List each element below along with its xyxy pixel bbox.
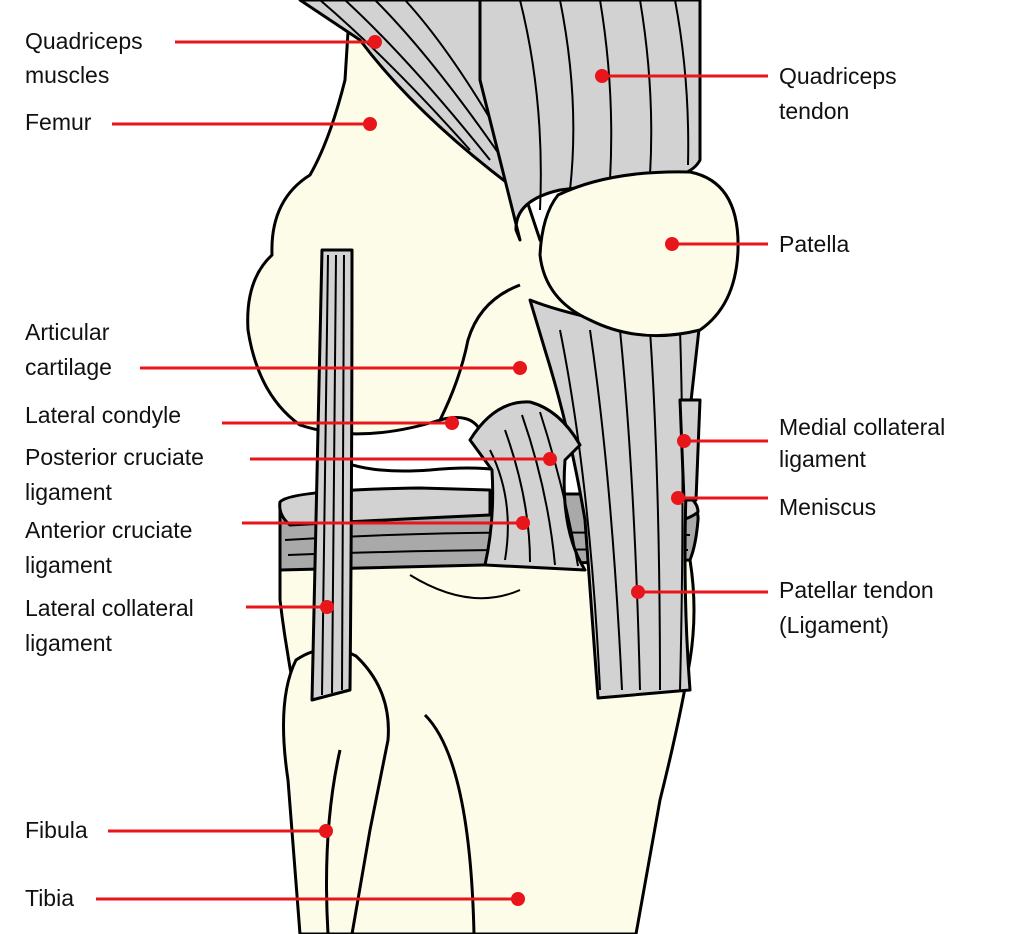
label-posterior-cruciate-line-1: Posterior cruciate [25,444,204,470]
leader-lines [96,35,768,906]
label-patella-line-1: Patella [779,231,850,257]
cruciate-ligaments-shape [468,400,587,572]
label-anterior-cruciate-line-2: ligament [25,552,113,578]
cruciate-fiber-2 [504,429,531,563]
qt-fiber-2 [559,0,575,191]
dot-medial-collateral [677,434,691,448]
dot-femur [363,117,377,131]
pt-fiber-3 [619,329,641,691]
tibia-shape [278,558,696,934]
label-femur: Femur [25,109,92,135]
dot-posterior-cruciate [543,452,557,466]
dot-meniscus [671,491,685,505]
medial-collateral-ligament-shape [678,398,702,502]
knee-illustration [246,0,740,934]
pt-fiber-4 [649,329,661,691]
label-lateral-condyle: Lateral condyle [25,402,181,428]
label-patellar-tendon-line-1: Patellar tendon [779,577,934,603]
femur-condyle-contour [329,453,501,473]
label-anterior-cruciate-line-1: Anterior cruciate [25,517,192,543]
qt-fiber-4 [639,0,653,176]
dot-quadriceps-muscles [368,35,382,49]
label-quadriceps-tendon-line-1: Quadriceps [779,63,897,89]
label-quadriceps-tendon-line-2: tendon [779,98,849,124]
label-patellar-tendon-line-2: (Ligament) [779,612,889,638]
tibia-contour [423,713,476,934]
cruciate-fiber-1 [489,449,509,561]
label-quadriceps-muscles-line-1: Quadriceps [25,28,143,54]
label-patellar-tendon: Patellar tendon (Ligament) [779,577,940,638]
lcl-fiber-2 [331,254,337,694]
label-lateral-collateral-line-1: Lateral collateral [25,595,194,621]
dot-lateral-collateral [320,600,334,614]
label-lateral-collateral-ligament: Lateral collateral ligament [25,595,200,656]
pt-fiber-1 [559,329,601,691]
label-medial-collateral-line-2: ligament [779,446,867,472]
label-lateral-collateral-line-2: ligament [25,630,113,656]
dot-patellar-tendon [631,585,645,599]
label-meniscus: Meniscus [779,494,876,520]
dot-patella [665,237,679,251]
label-quadriceps-muscles: Quadriceps muscles [25,28,149,88]
labels: Quadriceps muscles Femur Articular carti… [25,28,952,911]
patella-shape [538,170,740,338]
cruciate-fiber-3 [521,414,556,566]
qt-fiber-5 [674,0,690,166]
label-fibula-line-1: Fibula [25,817,88,843]
quad-fiber-3 [374,0,511,171]
label-articular-cartilage: Articular cartilage [25,319,116,380]
label-posterior-cruciate-ligament: Posterior cruciate ligament [25,444,210,505]
label-anterior-cruciate-ligament: Anterior cruciate ligament [25,517,199,578]
dot-articular-cartilage [513,361,527,375]
qt-fiber-3 [599,0,613,181]
femur-notch-contour [438,283,521,421]
label-meniscus-line-1: Meniscus [779,494,876,520]
label-lateral-condyle-line-1: Lateral condyle [25,402,181,428]
label-posterior-cruciate-line-2: ligament [25,479,113,505]
lcl-fiber-3 [341,254,345,691]
label-medial-collateral-line-1: Medial collateral [779,414,945,440]
dot-tibia [511,892,525,906]
lcl-fiber-1 [321,254,329,696]
label-tibia: Tibia [25,885,74,911]
label-quadriceps-muscles-line-2: muscles [25,62,109,88]
dot-anterior-cruciate [516,516,530,530]
quad-fiber-1 [319,0,471,151]
plateau-fiber-3 [409,574,521,600]
dot-lateral-condyle [445,416,459,430]
dot-quadriceps-tendon [595,69,609,83]
label-medial-collateral-ligament: Medial collateral ligament [779,414,952,472]
cruciate-fiber-4 [539,411,579,567]
pt-fiber-2 [589,329,623,691]
label-patella: Patella [779,231,850,257]
label-articular-cartilage-line-2: cartilage [25,354,112,380]
label-femur-line-1: Femur [25,109,92,135]
dot-fibula [319,824,333,838]
label-tibia-line-1: Tibia [25,885,74,911]
qt-fiber-1 [519,0,542,211]
label-fibula: Fibula [25,817,88,843]
label-quadriceps-tendon: Quadriceps tendon [779,63,903,124]
quad-fiber-2 [344,0,491,161]
label-articular-cartilage-line-1: Articular [25,319,110,345]
